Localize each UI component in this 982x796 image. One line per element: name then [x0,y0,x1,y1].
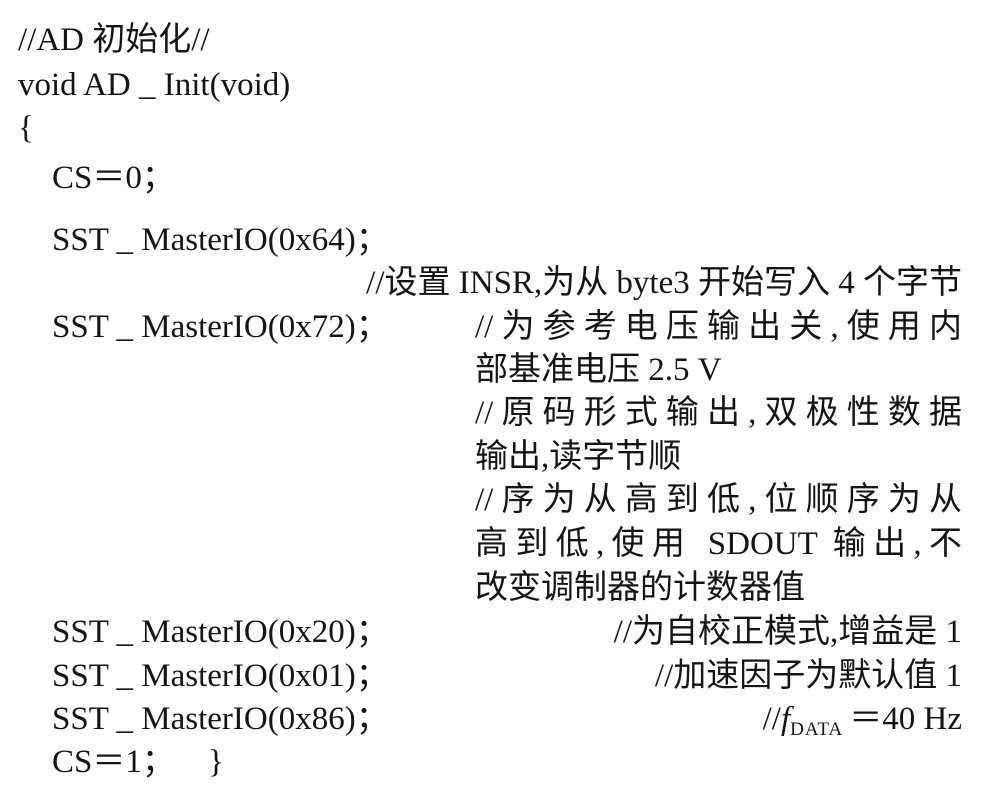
call-2-comment-line: //原码形式输出,双极性数据 [475,395,962,431]
call-5-comment-subscript: DATA [790,719,844,740]
call-5-comment: //fDATA＝40 Hz [763,697,962,741]
cs-high-statement: CS＝1； [52,744,175,780]
call-4-code: SST _ MasterIO(0x01)； [52,658,389,694]
call-2-comment-line: //为参考电压输出关,使用内 [475,309,962,345]
cs-low-statement: CS＝0； [52,160,175,196]
call-2-comment-line: //序为从高到低,位顺序为从 [475,482,962,518]
call-5-comment-value: ＝40 Hz [849,701,962,737]
call-5-code: SST _ MasterIO(0x86)； [52,701,389,737]
call-2-comment-line: 改变调制器的计数器值 [475,570,805,606]
function-signature: void AD _ Init(void) [18,67,291,103]
close-brace: } [208,744,224,780]
call-2-code: SST _ MasterIO(0x72)； [52,309,389,345]
call-1-comment: //设置 INSR,为从 byte3 开始写入 4 个字节 [366,265,962,301]
call-4-comment: //加速因子为默认值 1 [654,658,962,694]
call-2-comment-line: 高到低,使用 SDOUT 输出,不 [475,526,962,562]
call-3-code: SST _ MasterIO(0x20)； [52,614,389,650]
open-brace: { [18,110,34,146]
call-5-comment-variable: f [780,701,791,737]
title-comment: //AD 初始化// [18,22,210,58]
call-2-comment-line: 输出,读字节顺 [475,439,682,475]
call-1-code: SST _ MasterIO(0x64)； [52,222,389,258]
call-3-comment: //为自校正模式,增益是 1 [613,614,962,650]
call-2-comment-line: 部基准电压 2.5 V [475,352,722,388]
call-5-comment-prefix: // [762,701,781,737]
